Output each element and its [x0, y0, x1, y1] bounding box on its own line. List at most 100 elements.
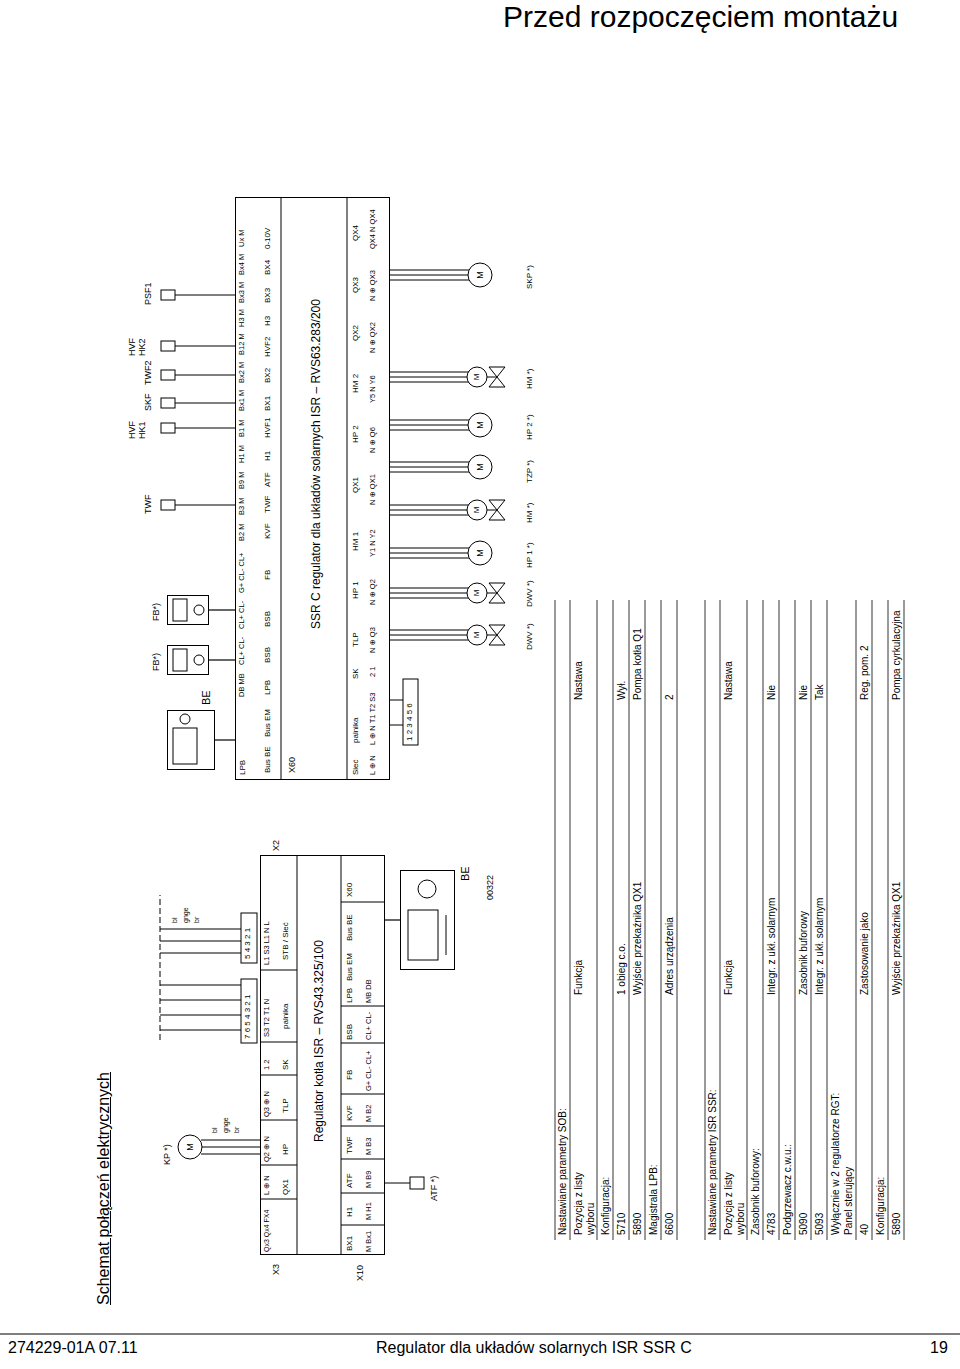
room-unit-drawing [446, 915, 447, 955]
table-cell: Wyjście przekaźnika QX1 [891, 882, 903, 995]
solar-terminal-strip [281, 197, 282, 780]
motor-mark: M [475, 421, 485, 429]
box-title: Regulator kotła ISR – RVS43.325/100 [313, 940, 327, 1142]
terminal-label: HP 2 [351, 425, 360, 443]
bus-connector [215, 739, 235, 740]
terminal-label: QX1 [281, 1179, 290, 1195]
pump-symbol [467, 263, 505, 645]
pump-wiring [390, 593, 467, 594]
burner-plug [160, 1000, 241, 1001]
terminal-label: FB [263, 570, 272, 580]
table-cell: Zastosowanie jako [859, 912, 871, 995]
terminal-label: Bus BE [345, 914, 354, 941]
table-rule [827, 600, 828, 1240]
table-heading: Nastawiane parametry SOB: [557, 1108, 569, 1235]
terminal-label: Qx3 Qx4 FX4 [263, 1210, 271, 1252]
wire-color: gnge [182, 907, 190, 923]
terminal-label: HVF1 [263, 418, 272, 438]
terminal-label: HP [281, 1144, 290, 1155]
bus-connector [209, 609, 235, 610]
terminal-label: BSB [263, 647, 272, 663]
table-rule [661, 600, 662, 1240]
terminal-label: BX2 [263, 368, 272, 383]
table-cell: Zasobnik buforowy [798, 911, 810, 995]
table-cell: 5890 [632, 1213, 644, 1235]
terminal-label: B3 M [238, 497, 247, 515]
pump-symbol [467, 367, 505, 387]
terminal-label: Y5 N Y6 [369, 375, 378, 403]
terminal-label: M B2 [365, 1104, 374, 1122]
burner-plug [160, 985, 241, 986]
motor-mark: M [472, 374, 481, 381]
pump-wiring [390, 588, 469, 589]
pump-symbol [468, 413, 492, 437]
plug-pins: 1 2 3 4 5 6 [405, 703, 414, 741]
terminal-label: KVF [345, 1105, 354, 1121]
terminal-label: HM 2 [351, 374, 360, 393]
sensor-name: HVF HK2 [127, 332, 148, 356]
terminal-label: Bus BE [263, 746, 272, 773]
pump-wiring [390, 598, 469, 599]
terminal-label: HM 1 [351, 532, 360, 551]
sensor-symbol [161, 290, 235, 510]
boiler-terminal-strip [260, 1075, 297, 1076]
table-cell: Pompa cyrkulacyjna [891, 611, 903, 700]
pump-wiring [390, 270, 469, 271]
boiler-terminal-strip [341, 1126, 385, 1127]
table-rule [763, 600, 764, 1240]
terminal-label: Y1 N Y2 [369, 529, 378, 557]
terminal-label: Bx4 M [238, 254, 247, 275]
page-header: Przed rozpoczęciem montażu [503, 0, 898, 35]
page-number: 19 [930, 1339, 948, 1357]
table-cell: Integr. z ukł. solarnym [766, 898, 778, 995]
motor-mark: M [475, 463, 485, 471]
device-name: TZP *) [525, 460, 534, 483]
pump-wiring [390, 372, 469, 373]
solar-terminal-strip [390, 725, 403, 726]
remote-unit-box: FB*) [167, 595, 209, 625]
pump-wiring [390, 472, 469, 473]
terminal-label: QX1 [351, 477, 360, 493]
sensor-symbol [161, 500, 175, 510]
terminal-label: TWF [345, 1137, 354, 1154]
room-unit-box: BE [400, 870, 455, 970]
sensor-symbol [175, 375, 235, 376]
room-unit-box: BE [167, 710, 215, 770]
sensor-symbol [175, 295, 235, 296]
device-name: ATF *) [429, 1176, 439, 1201]
table-rule [613, 600, 614, 1240]
table-cell: 5093 [814, 1213, 826, 1235]
sensor-symbol [175, 403, 235, 404]
terminal-label: BX3 [263, 288, 272, 303]
table-cell: Nie [798, 685, 810, 700]
table-rule [872, 600, 873, 1240]
table-rule [747, 600, 748, 1240]
pump-wiring [390, 558, 469, 559]
box-title: BE [200, 690, 213, 705]
wire-color: br [193, 917, 201, 923]
outdoor-sensor-symbol [385, 1177, 424, 1189]
table-cell: 1 obieg c.o. [616, 943, 628, 995]
burner-plug [160, 953, 241, 954]
terminal-label: Q2 ⊕ N [263, 1136, 272, 1162]
table-cell: Nastawa [723, 661, 735, 700]
terminal-label: 1 2 [263, 1060, 272, 1070]
box-title: FB*) [151, 653, 161, 671]
terminal-label: H1 [345, 1207, 354, 1217]
solar-terminal-strip [281, 197, 418, 780]
terminal-label: Bx3 M [238, 282, 247, 303]
boiler-terminal-strip [260, 855, 385, 1255]
pump-wiring [390, 640, 469, 641]
terminal-label: N ⊕ QX3 [369, 270, 378, 301]
table-cell: Nastawa [573, 661, 585, 700]
terminal-label: BX1 [345, 1236, 354, 1251]
burner-plug [160, 929, 241, 930]
boiler-terminal-strip [341, 902, 385, 903]
terminal-label: B2 M [238, 523, 247, 541]
device-name: HP 1 *) [525, 542, 534, 568]
pump-symbol [468, 263, 492, 287]
terminal-label: M B9 [365, 1170, 374, 1188]
motor-mark: M [472, 590, 481, 597]
burner-plug [160, 941, 241, 942]
pump-wiring [390, 462, 469, 463]
